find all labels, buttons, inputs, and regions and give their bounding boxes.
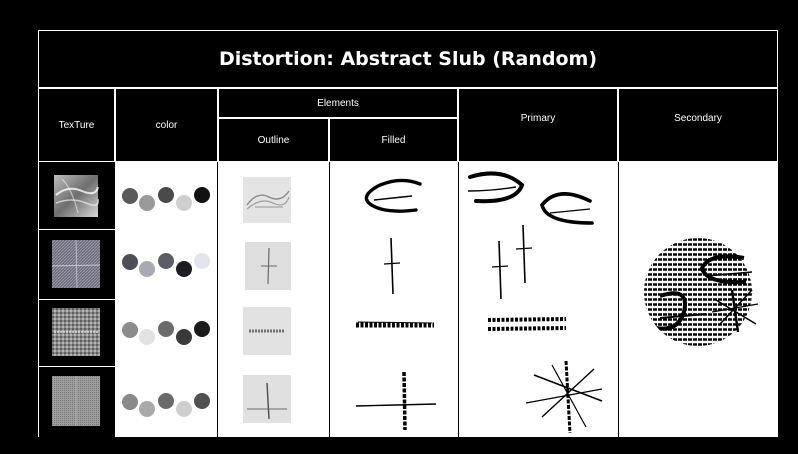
plastic-texture-swatch	[52, 173, 100, 219]
palette-swatch-1-3	[158, 187, 174, 203]
page-title: Distortion: Abstract Slub (Random)	[218, 48, 598, 70]
palette-swatch-3-2	[139, 329, 155, 345]
header-color-label: color	[155, 119, 178, 131]
star-outline-sample	[243, 375, 291, 423]
header-filled: Filled	[329, 118, 458, 162]
palette-swatch-3-5	[194, 321, 210, 337]
palette-swatch-2-2	[139, 261, 155, 277]
line-outline-sample	[243, 307, 291, 355]
divider	[38, 366, 115, 367]
palette-swatch-4-4	[176, 401, 192, 417]
header-secondary: Secondary	[618, 88, 778, 162]
header-texture: TexTure	[38, 88, 115, 162]
header-filled-label: Filled	[381, 134, 406, 146]
denim-texture-swatch	[52, 240, 100, 288]
divider	[217, 162, 218, 437]
divider	[458, 162, 459, 437]
secondary-circle-composition	[640, 232, 762, 350]
palette-svg	[122, 187, 210, 417]
header-secondary-label: Secondary	[674, 112, 722, 124]
divider	[38, 229, 115, 230]
wavy-outline-sample	[243, 177, 291, 223]
header-texture-label: TexTure	[58, 119, 95, 131]
header-elements: Elements	[218, 88, 458, 118]
primary-composition	[462, 165, 616, 435]
header-outline: Outline	[218, 118, 329, 162]
palette-swatch-2-1	[122, 254, 138, 270]
palette-swatch-2-4	[176, 261, 192, 277]
title-bar: Distortion: Abstract Slub (Random)	[38, 30, 778, 88]
palette-swatch-4-1	[122, 394, 138, 410]
palette-swatch-2-5	[194, 253, 210, 269]
header-primary: Primary	[458, 88, 618, 162]
palette-swatch-1-2	[139, 195, 155, 211]
palette-swatch-1-5	[194, 187, 210, 203]
header-primary-label: Primary	[520, 112, 556, 124]
slub-line-filled-mark	[354, 318, 436, 332]
palette-swatch-4-3	[158, 393, 174, 409]
header-outline-label: Outline	[257, 134, 290, 146]
fabric-texture-swatch	[52, 376, 100, 426]
divider	[38, 299, 115, 300]
header-color: color	[115, 88, 218, 162]
plus-filled-mark	[352, 370, 438, 432]
palette-swatch-2-3	[158, 253, 174, 269]
palette-swatch-4-2	[139, 401, 155, 417]
palette-grid	[115, 162, 218, 437]
color-column	[115, 162, 218, 437]
divider	[329, 162, 330, 437]
wave-filled-mark	[360, 178, 424, 216]
palette-swatch-3-1	[122, 322, 138, 338]
header-elements-label: Elements	[317, 97, 359, 109]
palette-swatch-4-5	[194, 393, 210, 409]
palette-swatch-3-3	[158, 321, 174, 337]
knit-texture-swatch	[52, 308, 100, 356]
palette-swatch-1-4	[176, 195, 192, 211]
cross-filled-mark	[378, 236, 406, 296]
cross-outline-sample	[245, 242, 291, 290]
divider	[618, 162, 619, 437]
palette-swatch-1-1	[122, 188, 138, 204]
palette-swatch-3-4	[176, 329, 192, 345]
